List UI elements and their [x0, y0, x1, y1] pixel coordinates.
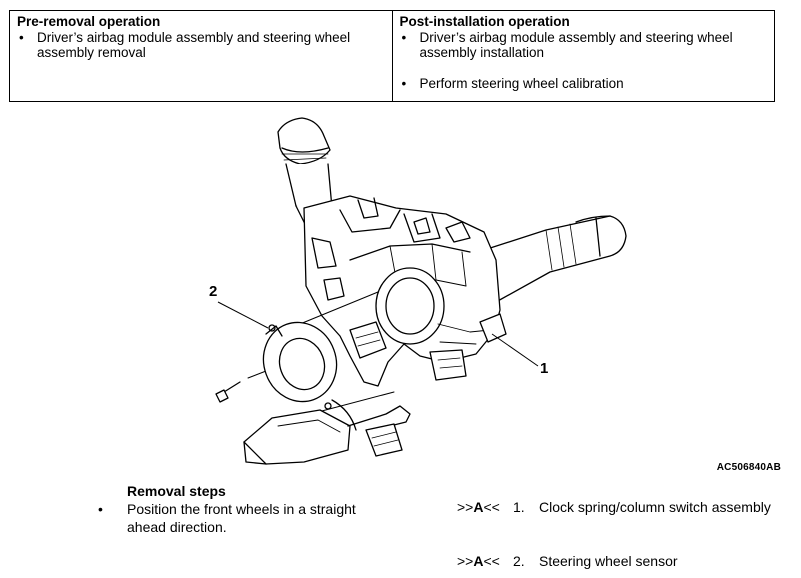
bullet: •: [98, 501, 103, 517]
screw: [215, 381, 241, 403]
post-installation-column: Post-installation operation • Driver’s a…: [391, 11, 775, 101]
pre-removal-column: Pre-removal operation • Driver’s airbag …: [10, 11, 392, 101]
callout-2: 2: [209, 283, 218, 300]
removal-note: • Position the front wheels in a straigh…: [98, 500, 389, 536]
pre-removal-item-text: Driver’s airbag module assembly and stee…: [37, 30, 351, 60]
post-installation-item-text: Perform steering wheel calibration: [419, 76, 624, 91]
pre-removal-item: • Driver’s airbag module assembly and st…: [17, 30, 385, 60]
operations-table: Pre-removal operation • Driver’s airbag …: [9, 10, 775, 102]
removal-note-text: Position the front wheels in a straight …: [127, 501, 356, 535]
post-installation-item: • Perform steering wheel calibration: [400, 76, 768, 91]
step-reference: >>A<<: [457, 553, 500, 569]
removal-step: >>A<< 2. Steering wheel sensor: [457, 553, 678, 569]
step-reference: >>A<<: [457, 499, 500, 515]
callout-1: 1: [540, 360, 549, 377]
figure-code: AC506840AB: [716, 462, 781, 473]
removal-steps-heading: Removal steps: [127, 483, 226, 499]
post-installation-heading: Post-installation operation: [399, 14, 570, 29]
bullet: •: [19, 30, 24, 45]
switch-body: [303, 195, 507, 387]
removal-step: >>A<< 1. Clock spring/column switch asse…: [457, 499, 771, 515]
steering-wheel-sensor: [262, 321, 357, 431]
step-label: Clock spring/column switch assembly: [539, 499, 771, 515]
step-number: 2.: [513, 553, 525, 569]
post-installation-item-text: Driver’s airbag module assembly and stee…: [419, 30, 733, 60]
callout-2-leader: [217, 301, 269, 329]
post-installation-item: • Driver’s airbag module assembly and st…: [400, 30, 768, 60]
bullet: •: [401, 30, 407, 45]
harness-connector: [243, 405, 411, 465]
callout-1-leader: [491, 333, 539, 367]
right-stalk: [483, 215, 627, 303]
pre-removal-heading: Pre-removal operation: [17, 14, 161, 29]
step-number: 1.: [513, 499, 525, 515]
step-label: Steering wheel sensor: [539, 553, 678, 569]
column-switch-illustration: [215, 117, 627, 465]
bullet: •: [401, 76, 407, 91]
